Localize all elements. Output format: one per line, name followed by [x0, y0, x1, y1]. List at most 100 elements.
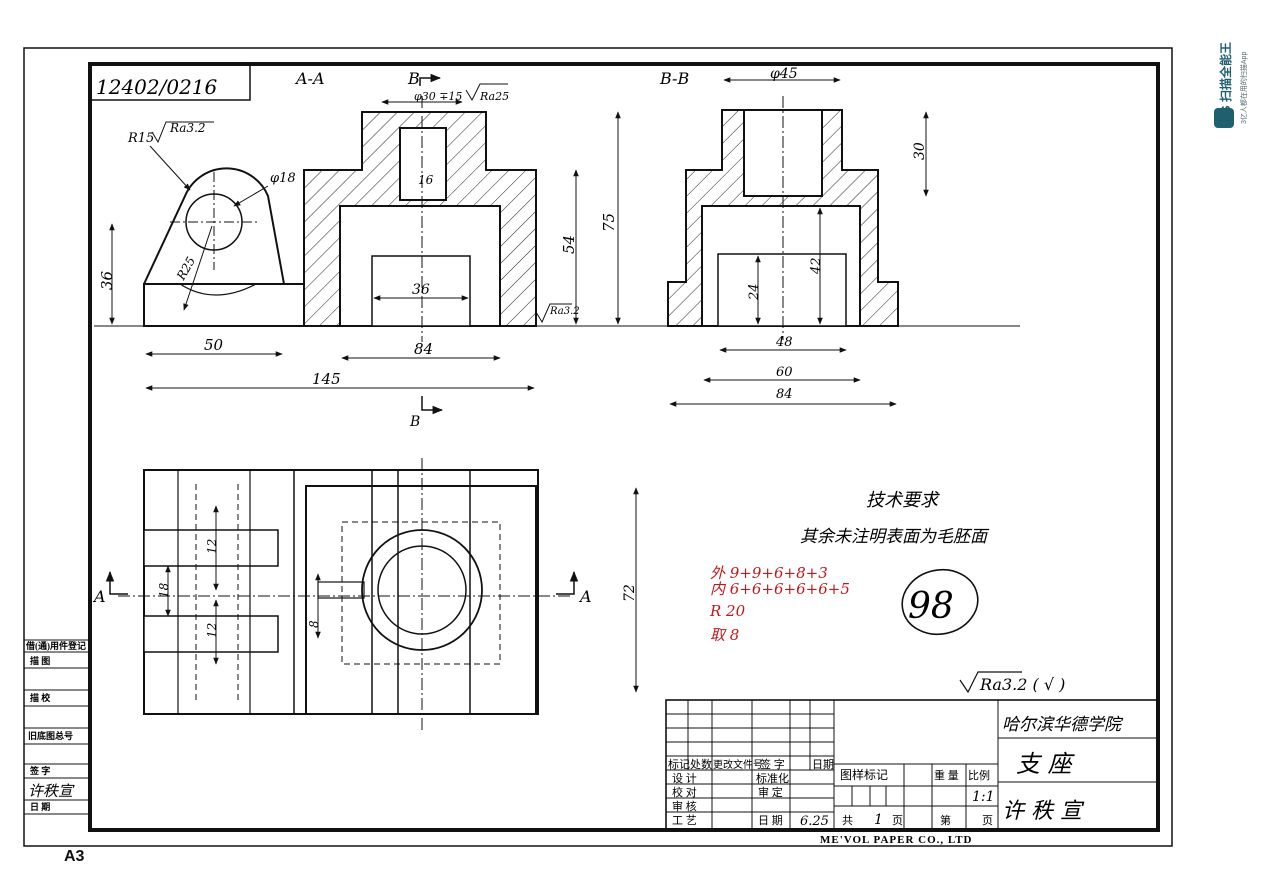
drawing-number-box — [89, 63, 251, 101]
dim-8: 8 — [307, 620, 321, 628]
section-b-b: B-B φ45 30 42 24 48 60 84 — [659, 66, 929, 407]
scanner-watermark: CS 扫描全能王 3亿人都在用的扫描App — [1212, 14, 1252, 134]
dim-30: 30 — [912, 142, 928, 160]
section-bb-label: B-B — [659, 69, 689, 88]
tb-page: 页 — [892, 815, 903, 827]
tb-part-name: 支 座 — [1016, 750, 1076, 778]
drawing-number: 12402/0216 — [96, 75, 218, 99]
ls-r4: 旧底图总号 — [28, 730, 73, 741]
tb-h-sign: 签 字 — [760, 757, 785, 771]
tb-approve: 审 定 — [758, 785, 783, 799]
ls-r1: 借(通)用件登记 — [25, 640, 86, 651]
ls-r6: 许秩宣 — [28, 782, 75, 800]
score-circle — [901, 568, 979, 636]
inner-cavity-lower — [371, 255, 471, 327]
dim-60: 60 — [776, 365, 793, 380]
ra32-symbol — [151, 121, 214, 144]
top-callout: φ30 ∓15 — [414, 90, 462, 103]
dim-72: 72 — [622, 584, 638, 602]
inner-frame — [88, 62, 1160, 832]
a-left-arrow — [105, 570, 128, 595]
tb-weight: 重 量 — [934, 768, 959, 782]
section-a-a: A-A B 36 50 84 145 36 54 75 16 φ30 ∓15 R… — [94, 69, 1020, 430]
bb-inner-lower — [717, 253, 847, 327]
b-bottom-arrow — [421, 396, 444, 415]
ra32b-symbol — [535, 303, 572, 324]
left-strip-text: 借(通)用件登记 描 图 描 校 旧底图总号 签 字 许秩宣 日 期 — [25, 640, 86, 812]
section-a-right-label: A — [578, 587, 592, 606]
dia18-leader — [233, 185, 269, 207]
tech-requirements-title: 技术要求 — [866, 490, 940, 511]
ls-r7: 日 期 — [30, 801, 50, 812]
section-a-left-label: A — [92, 587, 106, 606]
ra32b-label: Ra3.2 — [549, 306, 580, 317]
tb-page-of: 第 — [940, 813, 951, 827]
top-boss-right — [469, 469, 539, 715]
score: 98 — [908, 586, 954, 627]
dia18-label: φ18 — [270, 171, 296, 186]
tb-process: 工 艺 — [672, 814, 697, 827]
tb-student: 许 秩 宣 — [1002, 799, 1085, 824]
dim-50: 50 — [204, 336, 224, 354]
ls-r2: 描 图 — [30, 655, 50, 666]
top-body — [305, 485, 537, 715]
section-b-top-label: B — [407, 69, 420, 88]
tb-date-label: 日 期 — [758, 814, 783, 827]
dim-36-slot: 36 — [412, 282, 430, 298]
dim-18: 18 — [157, 582, 171, 598]
tb-school: 哈尔滨华德学院 — [1002, 715, 1124, 735]
left-registration-strip — [24, 639, 90, 815]
grade-line-1: 外 9+9+6+8+3 — [710, 564, 828, 582]
dim-45: φ45 — [770, 66, 798, 82]
b-top-arrow — [419, 73, 442, 86]
ra25-label: Ra25 — [479, 90, 509, 103]
tb-h-doc: 更改文件号 — [713, 758, 763, 771]
grade-line-2: 内 6+6+6+6+6+5 — [710, 580, 850, 598]
dim-145: 145 — [312, 370, 341, 388]
cs-brand: CS 扫描全能王 — [1218, 42, 1233, 122]
paper-size-label: A3 — [64, 848, 85, 865]
dim-54: 54 — [560, 235, 578, 254]
tb-h-count: 处数 — [690, 758, 712, 771]
tb-check: 校 对 — [672, 785, 697, 799]
tb-sample-mark: 图样标记 — [840, 767, 888, 782]
r25-leader — [183, 225, 213, 311]
dim-84-left: 84 — [414, 340, 433, 358]
ra32-label: Ra3.2 — [169, 121, 206, 135]
tb-total: 共 — [842, 814, 853, 827]
top-view: A A 72 12 18 12 8 — [92, 458, 639, 730]
dim-36-height: 36 — [98, 270, 116, 290]
section-aa-label: A-A — [294, 69, 325, 88]
dim-42: 42 — [809, 257, 824, 275]
r15-leader — [149, 145, 191, 191]
tb-date-value: 6.25 — [800, 814, 829, 829]
top-slot-upper — [143, 529, 279, 567]
top-base-outline — [143, 469, 539, 715]
title-block-frame — [665, 699, 1159, 831]
r15-label: R15 — [127, 131, 154, 146]
tb-design: 设 计 — [672, 772, 697, 785]
tb-scale: 比例 — [968, 768, 990, 782]
base-left — [143, 283, 305, 327]
dim-12b: 12 — [205, 623, 219, 638]
top-left-lug — [143, 469, 295, 715]
tb-total-n: 1 — [874, 812, 883, 828]
title-block-text: 标记 处数 更改文件号 签 字 日期 设 计 标准化 校 对 审 定 审 核 工… — [668, 715, 1124, 846]
dim-12a: 12 — [205, 539, 219, 554]
cs-logo-icon — [1214, 108, 1234, 128]
base-arc — [179, 283, 257, 296]
cs-tag: 3亿人都在用的扫描App — [1239, 52, 1248, 124]
tb-h-mark: 标记 — [668, 757, 690, 771]
dim-16: 16 — [418, 173, 434, 187]
tb-h-date: 日期 — [812, 758, 834, 771]
ra-general: Ra3.2 ( √ ) — [979, 675, 1065, 694]
grade-line-4: 取 8 — [710, 626, 739, 644]
ls-r3: 描 校 — [30, 692, 51, 703]
tb-std: 标准化 — [756, 771, 789, 785]
ra25-symbol — [465, 83, 508, 102]
tech-requirements-text: 其余未注明表面为毛胚面 — [800, 527, 990, 547]
ls-r5: 签 字 — [29, 765, 50, 776]
tb-review: 审 核 — [672, 799, 697, 813]
grade-line-3: R 20 — [709, 602, 746, 620]
